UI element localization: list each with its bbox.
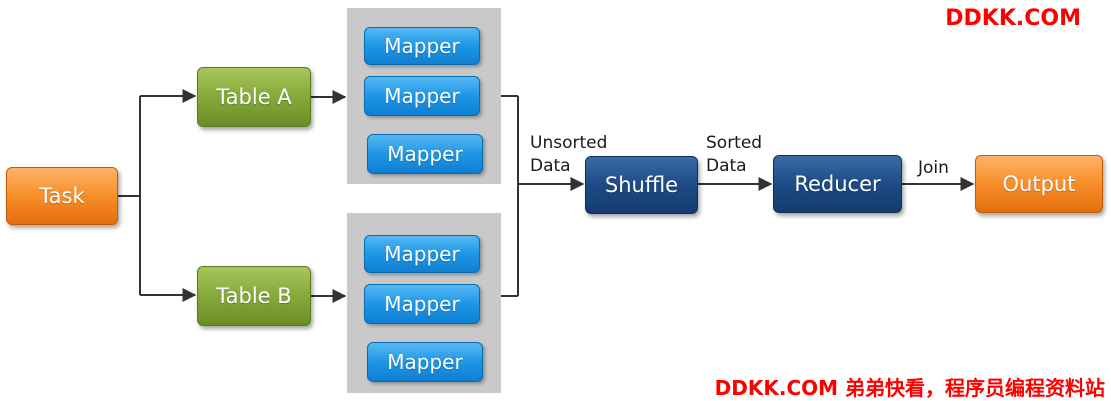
output-node: Output — [975, 155, 1103, 213]
mapper-node: Mapper — [367, 134, 483, 174]
task-node: Task — [6, 167, 118, 225]
sorted-data-label-line2: Data — [706, 156, 747, 176]
table-a-node: Table A — [197, 67, 311, 127]
table-b-node: Table B — [197, 266, 311, 326]
unsorted-data-label-line1: Unsorted — [530, 133, 608, 153]
mapper-node: Mapper — [364, 284, 480, 324]
mapper-node: Mapper — [364, 235, 480, 273]
shuffle-node: Shuffle — [585, 156, 698, 214]
mapper-node: Mapper — [364, 76, 480, 116]
mapper-node: Mapper — [364, 27, 480, 65]
reducer-node: Reducer — [773, 155, 902, 213]
unsorted-data-label-line2: Data — [530, 156, 571, 176]
sorted-data-label-line1: Sorted — [706, 133, 763, 153]
mapper-node: Mapper — [367, 342, 483, 382]
join-label: Join — [918, 158, 949, 178]
watermark-top: DDKK.COM — [945, 6, 1081, 31]
watermark-bottom: DDKK.COM 弟弟快看，程序员编程资料站 — [714, 376, 1105, 400]
